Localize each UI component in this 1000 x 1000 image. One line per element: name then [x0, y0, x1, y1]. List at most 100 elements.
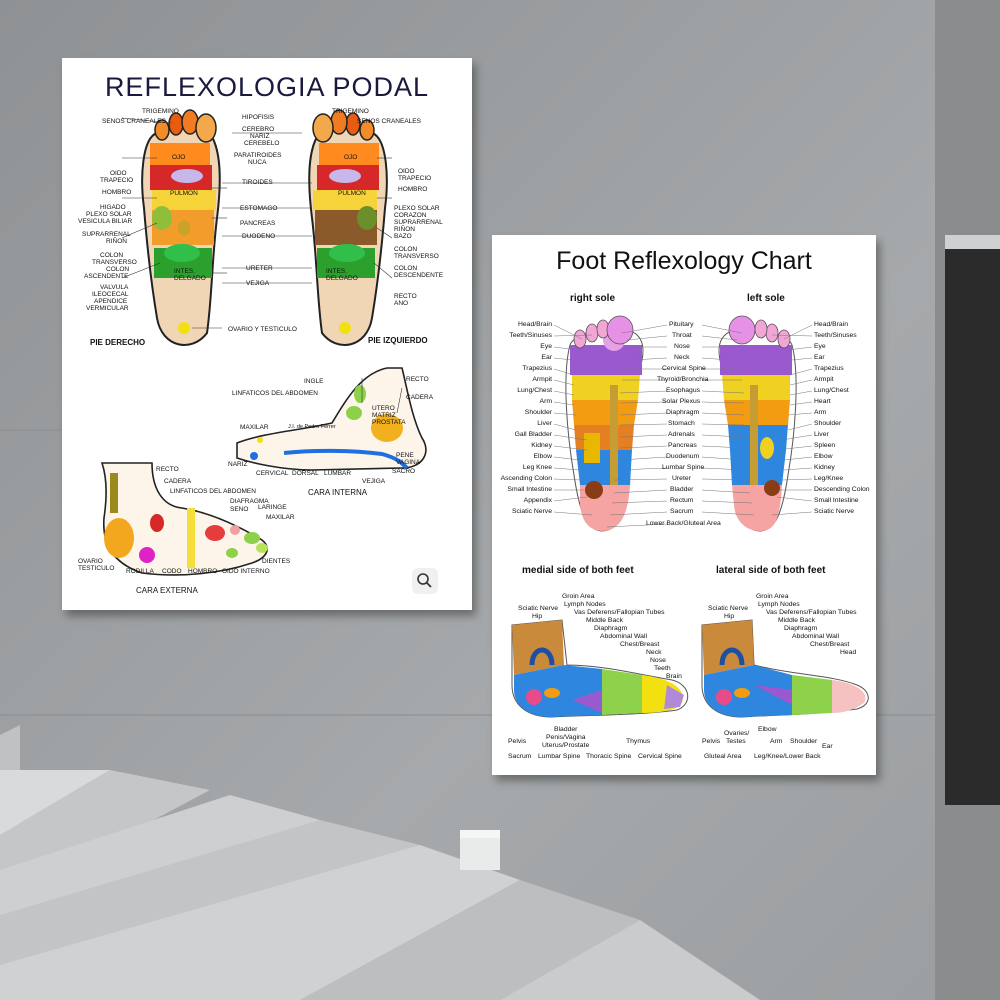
lateral-label-chest-breast: Chest/Breast — [810, 641, 850, 648]
center-label-esophagus: Esophagus — [666, 387, 701, 394]
label-nariz-interna: NARIZ — [228, 461, 248, 468]
poster-title: REFLEXOLOGIA PODAL — [104, 72, 430, 102]
rs-label-shoulder: Shoulder — [524, 409, 552, 416]
center-label-thyroid-bronchia: Thyroid/Bronchia — [657, 376, 709, 383]
reflexology-foot-illustrations — [100, 109, 438, 594]
center-label-cervical-spine: Cervical Spine — [662, 365, 706, 372]
label-vagina: VAGINA — [396, 459, 421, 466]
rs-label-sciatic-nerve: Sciatic Nerve — [511, 508, 552, 515]
rs-label-kidney: Kidney — [531, 442, 552, 449]
lateral-label-ear: Ear — [822, 743, 833, 750]
outer-side-foot — [100, 462, 268, 576]
lateral-label-diaphragm: Diaphragm — [784, 625, 818, 632]
label-suprarrenal-left: SUPRARRENAL — [394, 219, 443, 226]
label-nariz: NARIZ — [250, 133, 270, 140]
lateral-label-groin-area: Groin Area — [756, 593, 789, 600]
label-linfaticos-interna: LINFATICOS DEL ABDOMEN — [232, 390, 318, 397]
label-vejiga: VEJIGA — [246, 280, 270, 287]
label-hombro-right: HOMBRO — [102, 189, 132, 196]
medial-label-sciatic-nerve: Sciatic Nerve — [518, 605, 559, 612]
label-testiculo: TESTICULO — [78, 565, 115, 572]
label-suprarrenal-right: SUPRARRENAL — [82, 231, 131, 238]
center-label-stomach: Stomach — [668, 420, 695, 427]
medial-label-penis-vagina: Penis/Vagina — [546, 734, 586, 741]
label-intestino-right: INTES. DELGADO — [174, 268, 206, 282]
ls-label-descending-colon: Descending Colon — [814, 486, 870, 493]
center-label-adrenals: Adrenals — [668, 431, 695, 438]
center-label-bladder: Bladder — [670, 486, 694, 493]
label-utero: UTERO — [372, 405, 395, 412]
label-senos-craneales-left: SENOS CRANEALES — [357, 118, 421, 125]
label-estomago: ESTOMAGO — [240, 205, 278, 212]
label-maxilar-externa: MAXILAR — [266, 514, 295, 521]
ls-label-head-brain: Head/Brain — [814, 321, 849, 328]
label-rinon-right: RIÑON — [106, 238, 127, 245]
ls-label-trapezius: Trapezius — [814, 365, 844, 372]
label-transverso-right: TRANSVERSO — [92, 259, 137, 266]
label-dorsal: DORSAL — [292, 470, 319, 477]
rs-label-eye: Eye — [540, 343, 552, 350]
medial-label-diaphragm: Diaphragm — [594, 625, 628, 632]
label-pie-derecho: PIE DERECHO — [90, 338, 146, 347]
right-sole-illustration — [565, 315, 644, 532]
label-paratiroides: PARATIROIDES — [234, 152, 282, 159]
ls-label-spleen: Spleen — [814, 442, 836, 449]
center-label-neck: Neck — [674, 354, 690, 361]
rs-label-gall-bladder: Gall Bladder — [514, 431, 552, 438]
rs-label-liver: Liver — [537, 420, 552, 427]
center-label-lumbar-spine: Lumbar Spine — [662, 464, 705, 471]
label-ovario-testiculo: OVARIO Y TESTICULO — [228, 326, 297, 333]
zoom-search-icon[interactable] — [412, 568, 438, 594]
ls-label-elbow: Elbow — [814, 453, 833, 460]
label-matriz: MATRIZ — [372, 412, 396, 419]
label-pulmon-left: PULMON — [338, 190, 366, 197]
rs-label-trapezius: Trapezius — [522, 365, 552, 372]
label-duodeno: DUODENO — [242, 233, 276, 240]
label-medial-title: medial side of both feet — [522, 565, 634, 576]
label-rodilla: RODILLA — [126, 568, 154, 575]
label-laringe: LARINGE — [258, 504, 287, 511]
left-sole-illustration — [718, 315, 797, 532]
lateral-label-abdominal-wall: Abdominal Wall — [792, 633, 839, 640]
rs-label-small-intestine: Small Intestine — [507, 486, 552, 493]
label-cerebelo: CEREBELO — [244, 140, 280, 147]
label-trigemino-right: TRIGEMINO — [142, 108, 179, 115]
center-label-throat: Throat — [672, 332, 692, 339]
lateral-label-testes: Testes — [726, 738, 746, 745]
lateral-label-sciatic-nerve: Sciatic Nerve — [708, 605, 749, 612]
lateral-label-ovaries: Ovaries/ — [724, 730, 750, 737]
medial-label-uterus-prostate: Uterus/Prostate — [542, 742, 590, 749]
label-maxilar-interna: MAXILAR — [240, 424, 269, 431]
ls-label-leg-knee: Leg/Knee — [814, 475, 844, 482]
ls-label-kidney: Kidney — [814, 464, 835, 471]
lateral-foot-illustration — [701, 619, 869, 718]
right-foot-sole — [121, 109, 227, 346]
label-codo: CODO — [162, 568, 182, 575]
ls-label-shoulder: Shoulder — [814, 420, 842, 427]
ls-label-lung-chest: Lung/Chest — [814, 387, 849, 394]
center-label-diaphragm: Diaphragm — [666, 409, 700, 416]
label-colon-left: COLON — [394, 265, 418, 272]
label-hipofisis: HIPOFISIS — [242, 114, 275, 121]
rs-label-elbow: Elbow — [533, 453, 552, 460]
label-ascendente: ASCENDENTE — [84, 273, 129, 280]
label-senos-craneales-right: SENOS CRANEALES — [102, 118, 166, 125]
center-label-rectum: Rectum — [670, 497, 694, 504]
medial-label-lumbar-spine: Lumbar Spine — [538, 753, 581, 760]
label-lumbar: LUMBAR — [324, 470, 352, 477]
label-oido-right: OIDO — [110, 170, 127, 177]
label-dientes: DIENTES — [262, 558, 291, 565]
center-label-nose: Nose — [674, 343, 690, 350]
medial-label-bladder: Bladder — [554, 726, 578, 733]
medial-label-lymph-nodes: Lymph Nodes — [564, 601, 606, 608]
lateral-label-hip: Hip — [724, 613, 735, 620]
label-nuca: NUCA — [248, 159, 267, 166]
label-ingle: INGLE — [304, 378, 324, 385]
medial-label-vas-deferens: Vas Deferens/Fallopian Tubes — [574, 609, 665, 616]
label-pancreas: PANCREAS — [240, 220, 276, 227]
label-diafragma: DIAFRAGMA — [230, 498, 269, 505]
ls-label-sciatic-nerve: Sciatic Nerve — [814, 508, 855, 515]
rs-label-appendix: Appendix — [523, 497, 552, 504]
label-linfaticos-externa: LINFATICOS DEL ABDOMEN — [170, 488, 256, 495]
label-trapecio-left: TRAPECIO — [398, 175, 432, 182]
